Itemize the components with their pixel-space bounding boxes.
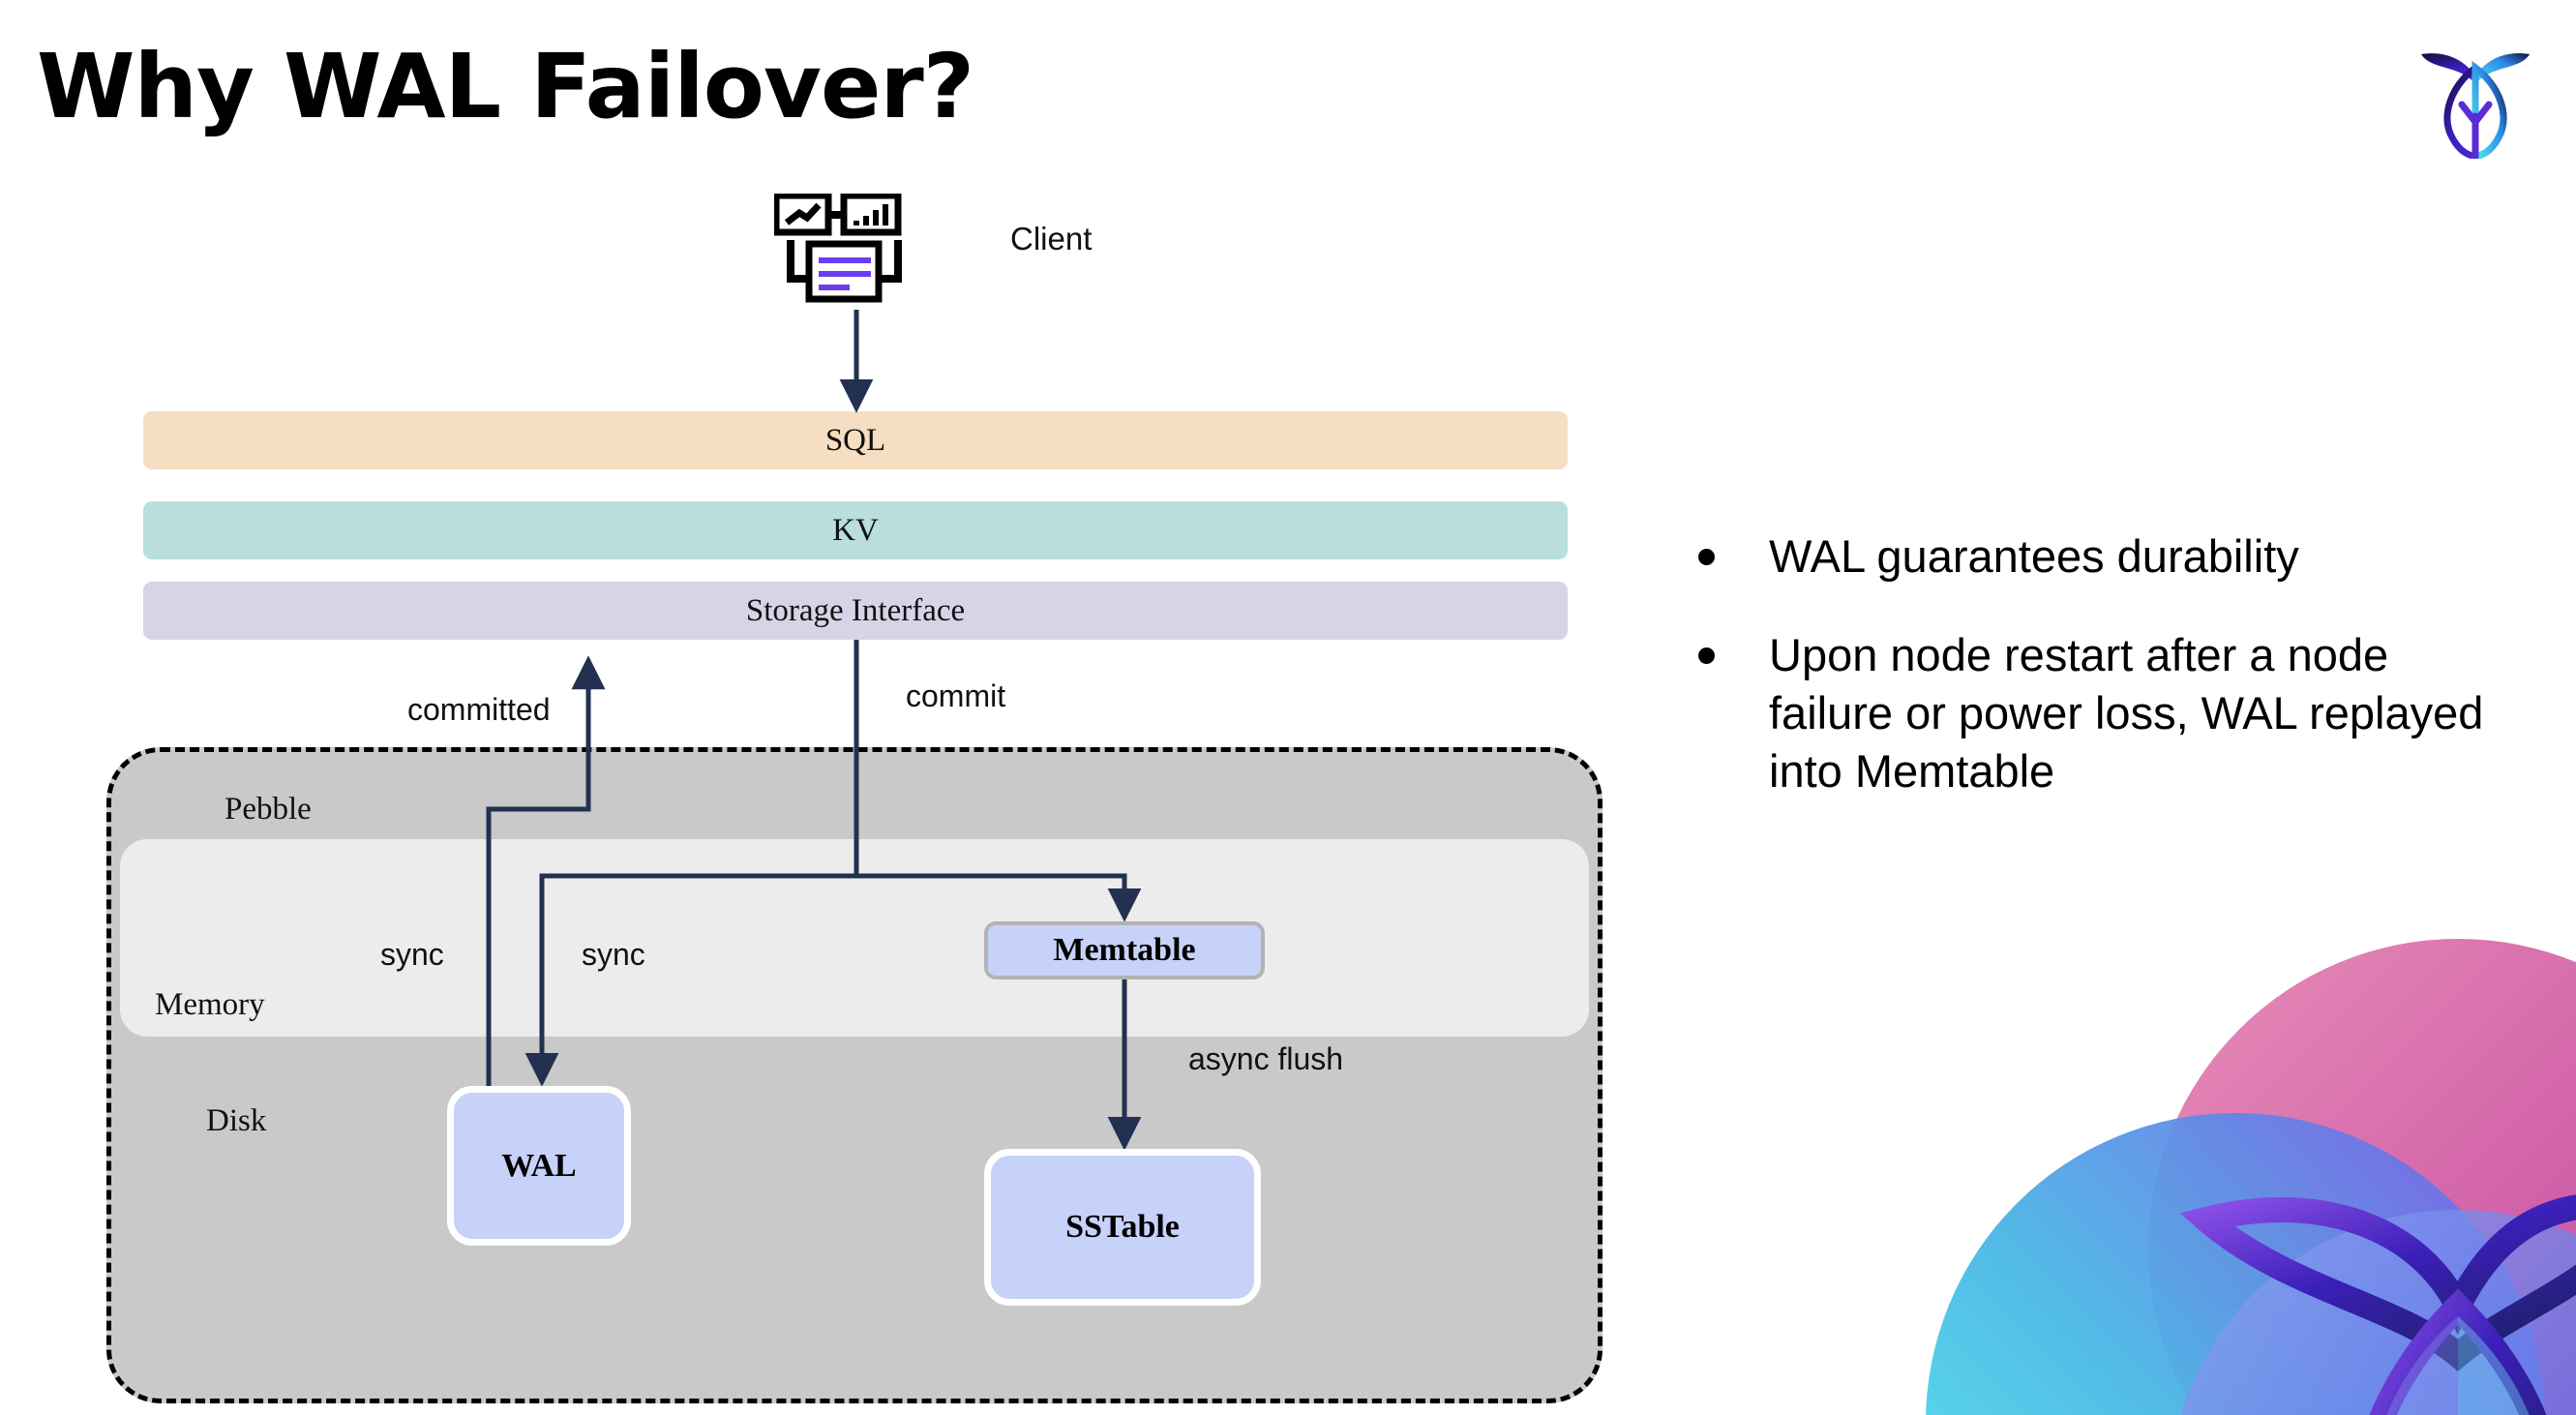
list-item: WAL guarantees durability xyxy=(1698,527,2501,586)
edge-label-sync-right: sync xyxy=(582,937,645,972)
node-wal-label: WAL xyxy=(501,1147,577,1184)
layer-bar-storage-label: Storage Interface xyxy=(745,592,966,628)
cockroachdb-logo-icon xyxy=(2421,53,2530,159)
bullet-text: Upon node restart after a node failure o… xyxy=(1769,629,2484,798)
node-wal: WAL xyxy=(447,1086,631,1246)
bullet-dot-icon xyxy=(1698,549,1715,565)
list-item: Upon node restart after a node failure o… xyxy=(1698,626,2501,800)
layer-bar-sql-label: SQL xyxy=(824,422,886,458)
node-sstable: SSTable xyxy=(984,1149,1261,1306)
edge-label-committed: committed xyxy=(407,692,551,727)
edge-label-sync-left: sync xyxy=(380,937,444,972)
decorative-brand-graphic xyxy=(1926,939,2576,1415)
client-dashboard-icon xyxy=(774,194,902,303)
page-title: Why WAL Failover? xyxy=(37,35,974,138)
node-sstable-label: SSTable xyxy=(1065,1209,1180,1245)
pebble-label: Pebble xyxy=(225,792,312,827)
client-label: Client xyxy=(1010,221,1093,256)
bullet-text: WAL guarantees durability xyxy=(1769,530,2299,582)
edge-label-commit: commit xyxy=(906,678,1006,713)
edge-label-async-flush: async flush xyxy=(1188,1041,1344,1076)
node-memtable-label: Memtable xyxy=(1053,932,1196,968)
disk-label: Disk xyxy=(206,1103,267,1138)
memory-label: Memory xyxy=(155,987,265,1022)
layer-bar-storage: Storage Interface xyxy=(143,582,1568,640)
layer-bar-kv-label: KV xyxy=(832,512,879,548)
bullet-dot-icon xyxy=(1698,647,1715,665)
layer-bar-kv: KV xyxy=(143,501,1568,559)
layer-bar-sql: SQL xyxy=(143,411,1568,469)
memory-region xyxy=(120,839,1589,1037)
bullet-list: WAL guarantees durability Upon node rest… xyxy=(1698,527,2501,842)
node-memtable: Memtable xyxy=(984,921,1265,979)
